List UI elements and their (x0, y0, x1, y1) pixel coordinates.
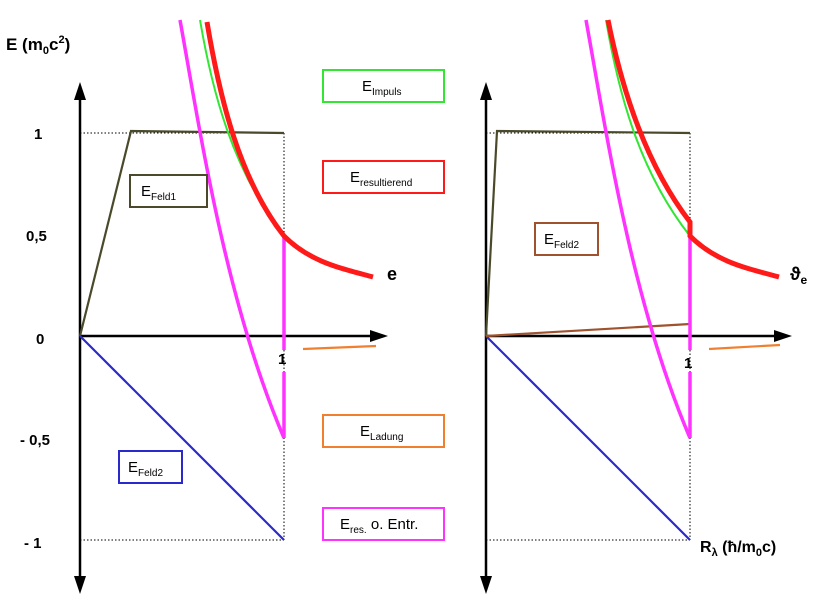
svg-text:EImpuls: EImpuls (362, 78, 401, 98)
right-x-tick-1: 1 (684, 355, 692, 372)
left-res-ohne-curve (178, 19, 286, 439)
y-axis-title: E (m0c2) (6, 34, 70, 57)
legend-feld1: EFeld1 (129, 174, 208, 208)
left-feld1-curve (78, 129, 285, 337)
legend-feld2-right: EFeld2 (534, 222, 599, 256)
right-ladung-curve (708, 343, 781, 351)
left-y-arrow-down (74, 576, 86, 594)
y-tick-1: 1 (34, 126, 42, 143)
right-x-arrow (774, 330, 792, 342)
right-feld1-curve (484, 129, 691, 337)
right-y-arrow-down (480, 576, 492, 594)
left-resultierend-curve (204, 21, 374, 280)
y-tick-minus-1: - 1 (24, 535, 42, 552)
y-tick-0-5: 0,5 (26, 228, 47, 245)
legend-res-ohne-entr: Eres. o. Entr. (322, 507, 445, 541)
legend-impuls: EImpuls (322, 69, 445, 103)
left-x-arrow (370, 330, 388, 342)
svg-text:EFeld2: EFeld2 (128, 459, 163, 479)
left-ladung-curve (302, 344, 377, 351)
right-feld2-brown-curve (485, 322, 691, 338)
svg-text:Eresultierend: Eresultierend (350, 169, 412, 189)
svg-text:Eres. o. Entr.: Eres. o. Entr. (340, 516, 418, 536)
svg-text:EFeld2: EFeld2 (544, 231, 579, 251)
right-impuls-curve (605, 19, 691, 237)
svg-text:EFeld1: EFeld1 (141, 183, 176, 203)
right-curve-label-theta: ϑe (790, 264, 807, 287)
left-x-tick-1: 1 (278, 351, 286, 368)
right-panel: 1 ϑe (480, 19, 807, 594)
right-resultierend-curve (605, 19, 780, 280)
legend-resultierend: Eresultierend (322, 160, 445, 194)
left-panel: 1 e (74, 19, 397, 594)
left-y-arrow-up (74, 82, 86, 100)
right-y-arrow-up (480, 82, 492, 100)
left-feld2-curve (79, 335, 285, 541)
legend-ladung: ELadung (322, 414, 445, 448)
y-tick-minus-0-5: - 0,5 (20, 432, 50, 449)
legend-feld2-left: EFeld2 (118, 450, 183, 484)
right-feld2-curve (485, 335, 691, 541)
x-axis-title: Rλ (ħ/m0c) (700, 539, 776, 559)
y-tick-0: 0 (36, 331, 44, 348)
left-curve-label-e: e (387, 264, 397, 284)
right-res-ohne-curve (584, 19, 692, 439)
svg-text:ELadung: ELadung (360, 423, 403, 443)
